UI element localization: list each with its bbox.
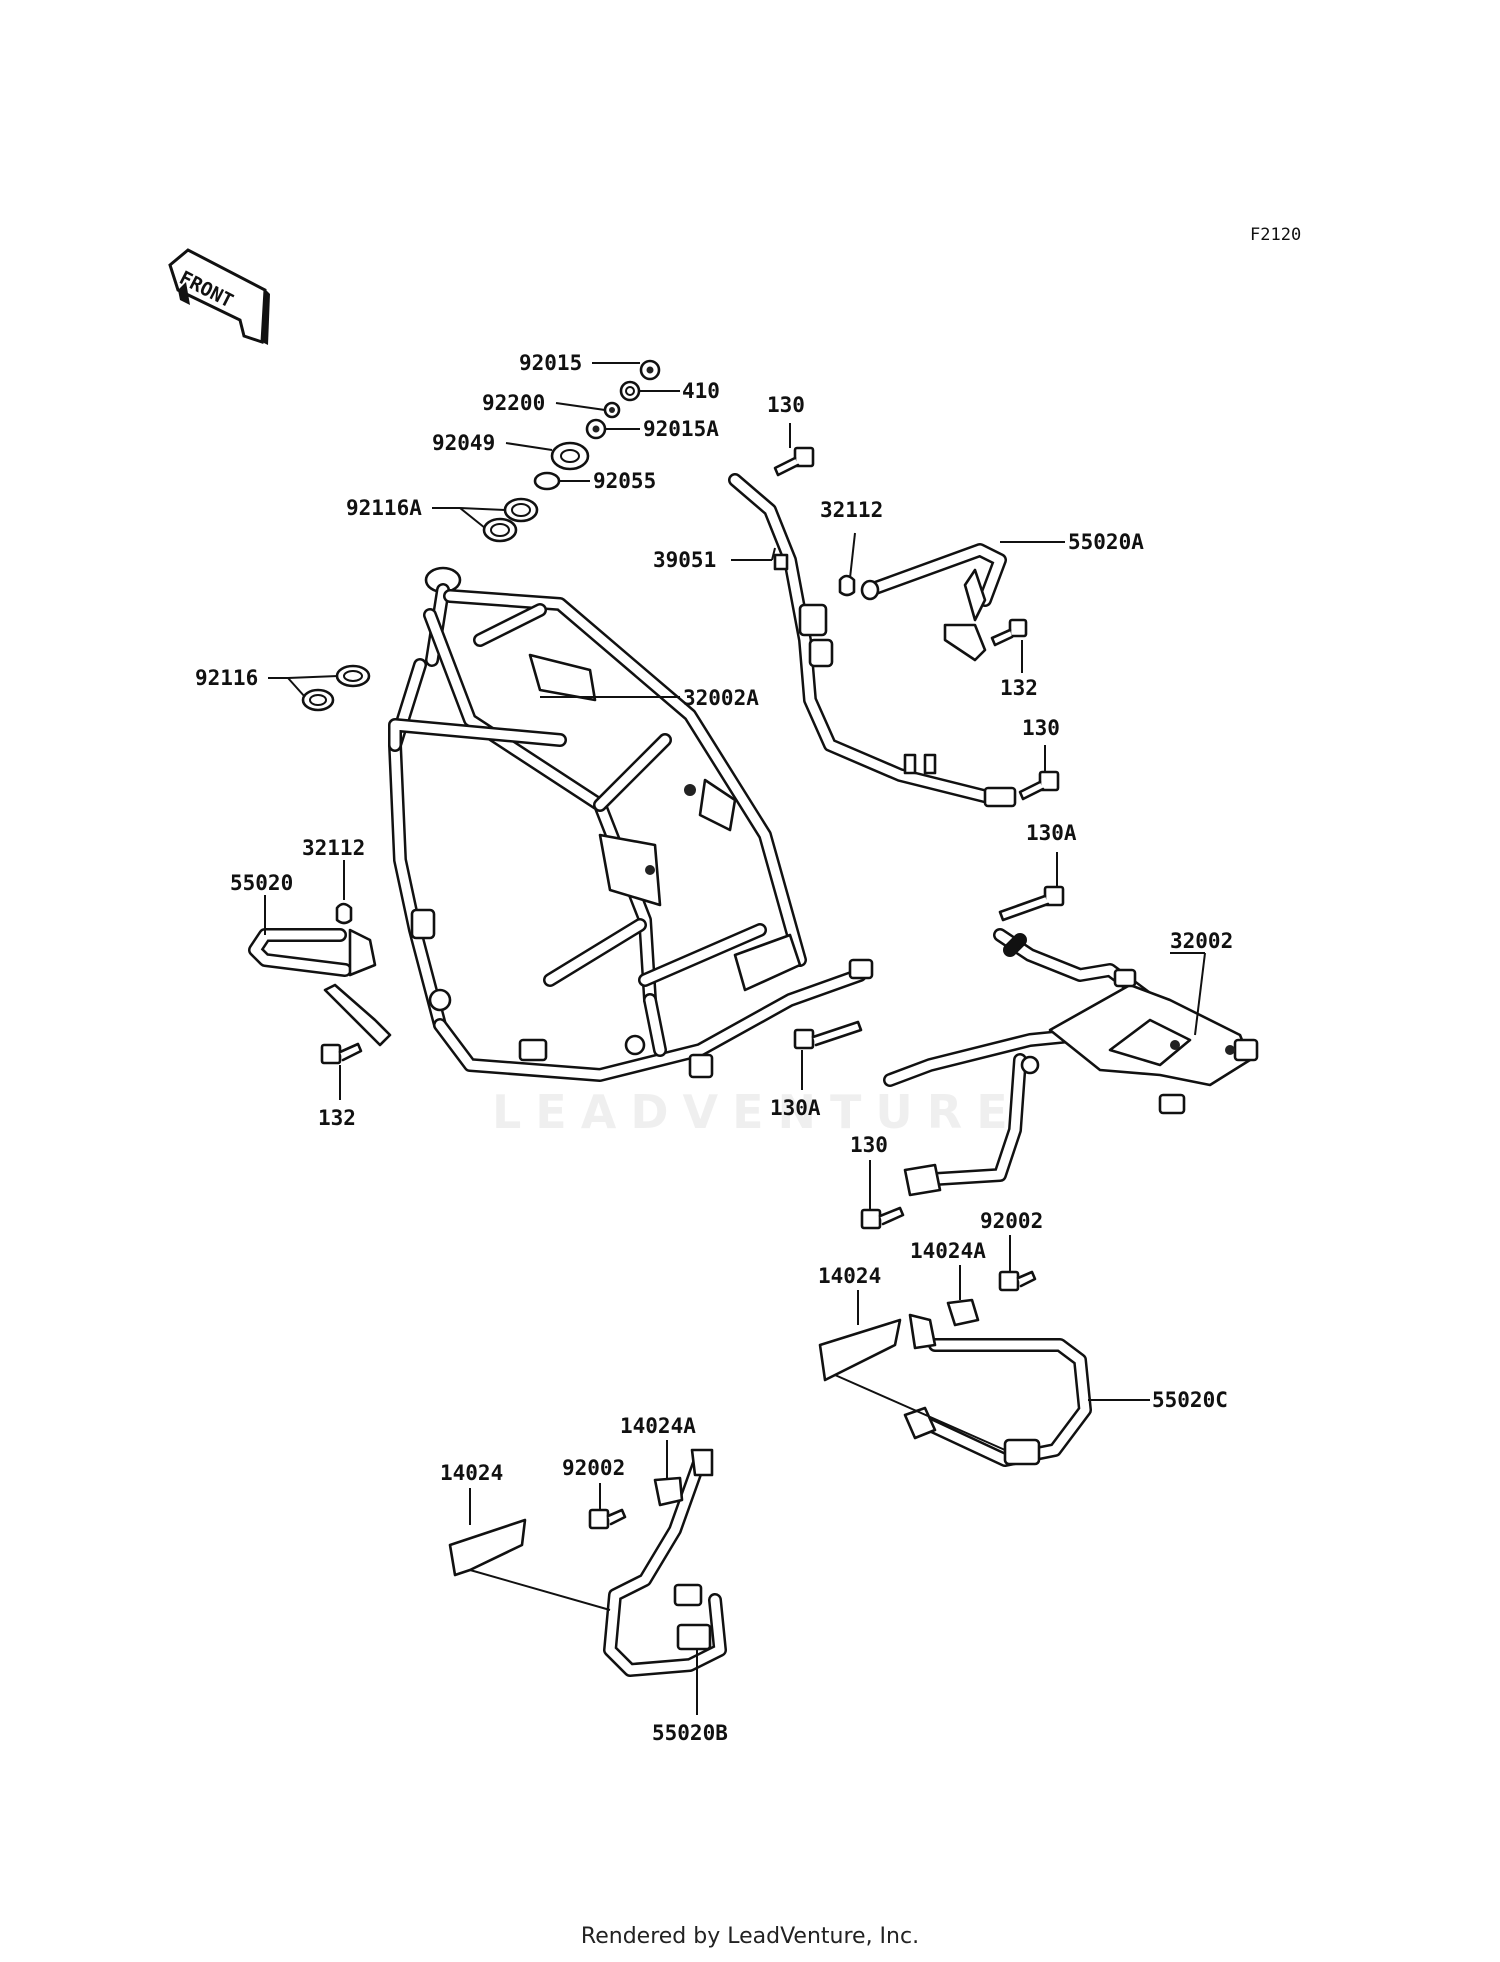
bolt-130-top-icon — [773, 446, 815, 477]
label-14024a-right: 14024A — [910, 1239, 986, 1263]
bolt-132-top-icon — [990, 618, 1028, 647]
guard-55020b — [603, 1448, 727, 1677]
label-92116: 92116 — [195, 666, 258, 690]
bolt-130a-upper-icon — [998, 885, 1065, 922]
collar-14024a-left — [653, 1476, 684, 1507]
bolt-132-left-icon — [320, 1042, 363, 1065]
label-130-lower: 130 — [850, 1133, 888, 1157]
label-55020c: 55020C — [1152, 1388, 1228, 1412]
bolt-92002-right-icon — [998, 1270, 1037, 1292]
sub-frame-32002 — [883, 928, 1259, 1197]
label-92200: 92200 — [482, 391, 545, 415]
side-rail-39051 — [728, 473, 1017, 808]
label-39051: 39051 — [653, 548, 716, 572]
label-92002-left: 92002 — [562, 1456, 625, 1480]
label-92049: 92049 — [432, 431, 495, 455]
label-55020b: 55020B — [652, 1721, 728, 1745]
label-130-top: 130 — [767, 393, 805, 417]
label-14024a-left: 14024A — [620, 1414, 696, 1438]
label-92002-right: 92002 — [980, 1209, 1043, 1233]
label-55020a: 55020A — [1068, 530, 1144, 554]
footpeg-bracket-55020 — [248, 928, 392, 1047]
bolt-130-middle-icon — [1018, 770, 1060, 801]
front-arrow-icon: FRONT — [168, 248, 270, 345]
label-14024-right: 14024 — [818, 1264, 881, 1288]
diagram-code: F2120 — [1250, 225, 1301, 245]
guard-55020c — [903, 1313, 1092, 1467]
clamp-14024-left — [448, 1518, 527, 1577]
label-92055: 92055 — [593, 469, 656, 493]
head-bearing-hardware — [301, 359, 661, 712]
label-92015: 92015 — [519, 351, 582, 375]
footer-credit: Rendered by LeadVenture, Inc. — [580, 1924, 920, 1949]
clamp-14024-right — [818, 1318, 902, 1382]
label-130a-lower: 130A — [770, 1096, 821, 1120]
part-labels: 92015 410 92200 92015A 92049 92055 92116… — [195, 351, 1233, 1745]
cap-32112-top — [838, 574, 856, 597]
main-frame-32002a — [388, 566, 874, 1082]
label-130a-upper: 130A — [1026, 821, 1077, 845]
label-92116a: 92116A — [346, 496, 422, 520]
label-32112-left: 32112 — [302, 836, 365, 860]
label-55020: 55020 — [230, 871, 293, 895]
label-130-middle: 130 — [1022, 716, 1060, 740]
label-14024-left: 14024 — [440, 1461, 503, 1485]
label-32002: 32002 — [1170, 929, 1233, 953]
watermark-text: LEADVENTURE — [492, 1085, 1022, 1139]
leader-lines — [264, 362, 1206, 1715]
label-132-top: 132 — [1000, 676, 1038, 700]
cap-32112-left — [335, 902, 353, 925]
label-32002a: 32002A — [683, 686, 759, 710]
label-132-left: 132 — [318, 1106, 356, 1130]
footpeg-bracket-55020a — [860, 543, 1007, 662]
label-410: 410 — [682, 379, 720, 403]
bolt-130-lower-icon — [860, 1206, 905, 1230]
label-32112-top: 32112 — [820, 498, 883, 522]
bolt-130a-lower-icon — [793, 1020, 863, 1050]
collar-14024a-right — [946, 1298, 980, 1327]
bolt-92002-left-icon — [588, 1508, 627, 1530]
bolts — [320, 446, 1065, 1530]
label-92015a: 92015A — [643, 417, 719, 441]
